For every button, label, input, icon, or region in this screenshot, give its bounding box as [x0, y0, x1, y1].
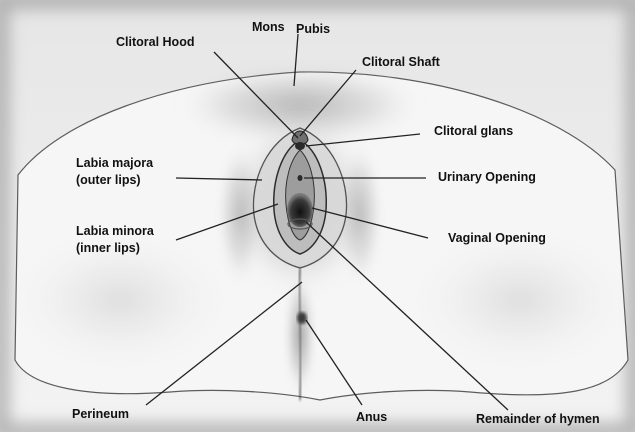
label-clitoral-hood: Clitoral Hood — [116, 35, 194, 50]
label-labia-majora-line1: Labia majora — [76, 156, 153, 171]
label-anus: Anus — [356, 410, 387, 425]
vaginal-opening-shape — [287, 193, 313, 227]
label-vaginal-opening: Vaginal Opening — [448, 231, 546, 246]
label-labia-minora-line1: Labia minora — [76, 224, 154, 239]
clitoral-glans-shape — [295, 142, 305, 150]
label-labia-minora-line2: (inner lips) — [76, 241, 140, 256]
label-pubis: Pubis — [296, 22, 330, 37]
label-clitoral-shaft: Clitoral Shaft — [362, 55, 440, 70]
label-remainder-of-hymen: Remainder of hymen — [476, 412, 600, 427]
anus-shape — [297, 312, 307, 324]
label-labia-majora-line2: (outer lips) — [76, 173, 141, 188]
label-urinary-opening: Urinary Opening — [438, 170, 536, 185]
urinary-opening-shape — [298, 175, 303, 181]
shade-cleft — [286, 275, 314, 395]
label-perineum: Perineum — [72, 407, 129, 422]
label-mons: Mons — [252, 20, 285, 35]
label-clitoral-glans: Clitoral glans — [434, 124, 513, 139]
